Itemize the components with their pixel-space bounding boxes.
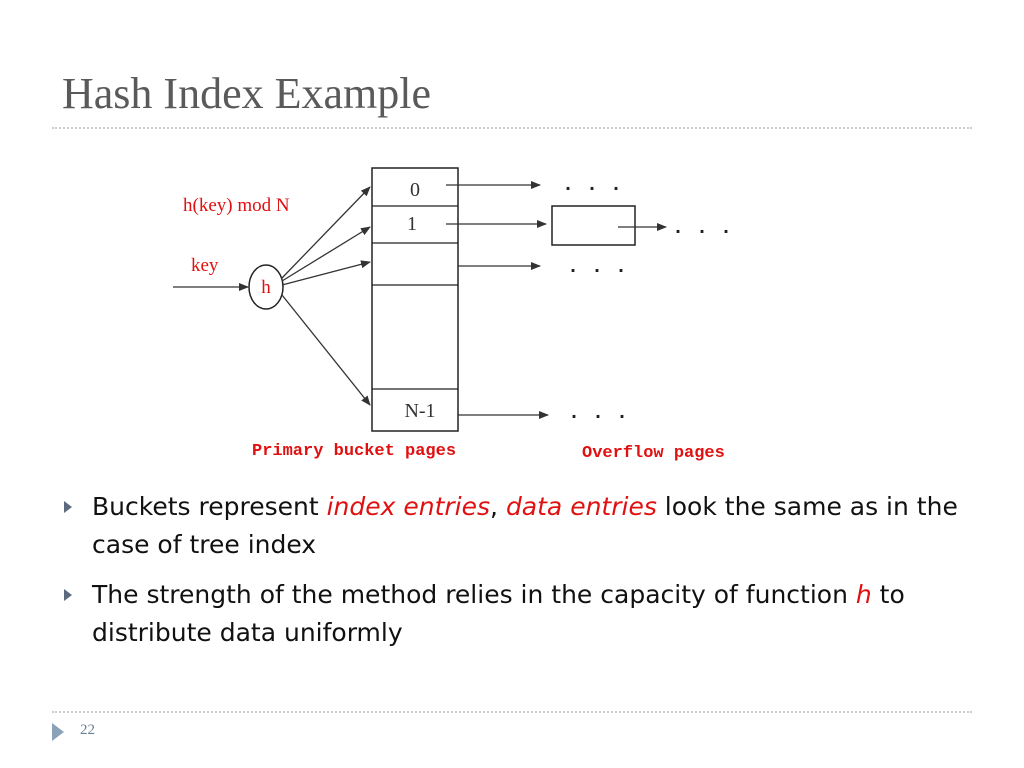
- hash-arrow-bucket-2: [281, 260, 371, 286]
- slide-title: Hash Index Example: [62, 69, 431, 118]
- overflow-page-box: [551, 205, 636, 246]
- ellipsis: . . .: [562, 174, 622, 197]
- bullet-item: The strength of the method relies in the…: [62, 576, 972, 652]
- emphasis-index-entries: index entries: [326, 492, 491, 521]
- text-run: ,: [490, 492, 506, 521]
- text-run: The strength of the method relies in the…: [92, 580, 856, 609]
- text-run: Buckets represent: [92, 492, 327, 521]
- hash-function-node: [248, 264, 284, 310]
- footer-divider: [52, 711, 972, 713]
- bullet-text: The strength of the method relies in the…: [92, 580, 905, 647]
- title-divider: [52, 127, 972, 129]
- text-run: to distribute data uniformly: [92, 580, 905, 647]
- bullet-item: Buckets represent index entries, data en…: [62, 488, 972, 564]
- overflow-pages-label: Overflow pages: [582, 444, 725, 463]
- bullet-marker-icon: [64, 589, 72, 601]
- ellipsis: . . .: [568, 402, 628, 425]
- bucket-label-n-minus-1: N-1: [404, 400, 435, 422]
- hash-node-label: h: [261, 277, 271, 298]
- bullet-text: Buckets represent index entries, data en…: [92, 492, 958, 559]
- emphasis-data-entries: data entries: [505, 492, 657, 521]
- hash-index-diagram: 0 1 N-1 h(key) mod N key h . . . . . . .…: [173, 167, 732, 463]
- hash-arrow-bucket-0: [281, 186, 371, 279]
- bucket-label-0: 0: [410, 179, 420, 201]
- bullet-list: Buckets represent index entries, data en…: [62, 488, 972, 664]
- page-number: 22: [80, 722, 95, 738]
- ellipsis: . . .: [672, 217, 732, 240]
- emphasis-h: h: [855, 580, 872, 609]
- hash-arrow-bucket-1: [281, 226, 371, 282]
- hash-arrow-bucket-n-minus-1: [281, 294, 371, 406]
- bucket-label-1: 1: [407, 213, 417, 235]
- bullet-marker-icon: [64, 501, 72, 513]
- primary-bucket-pages-label: Primary bucket pages: [252, 442, 456, 461]
- primary-bucket-column: [371, 167, 459, 432]
- ellipsis: . . .: [567, 256, 627, 279]
- text-run: look the same as in the case of tree ind…: [92, 492, 958, 559]
- hash-function-label: h(key) mod N: [183, 195, 290, 216]
- footer-triangle-icon: [52, 723, 64, 741]
- key-label: key: [191, 255, 219, 276]
